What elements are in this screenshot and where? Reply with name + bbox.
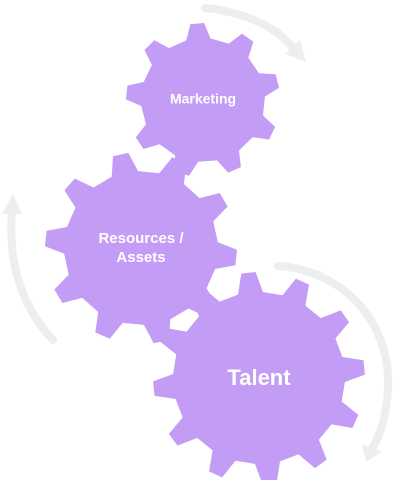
gear-icon [126, 23, 279, 176]
cycle-arrow-right [274, 262, 393, 456]
gear-marketing-label: Marketing [170, 91, 236, 107]
gear-icon [45, 152, 237, 344]
cycle-arrow-top-head [285, 40, 306, 62]
cycle-arrow-top [201, 4, 300, 56]
gear-icon [153, 272, 365, 480]
cycle-arrow-right-head [362, 444, 382, 462]
cycle-arrow-left [7, 208, 57, 344]
cycle-arrows [2, 4, 393, 462]
gear-talent-label: Talent [227, 365, 291, 390]
cycle-arrow-left-head [2, 194, 22, 214]
gear-resources-label-line2: Assets [116, 249, 165, 266]
gear-talent: Talent [153, 272, 365, 480]
gear-marketing: Marketing [126, 23, 279, 176]
gear-resources-assets: Resources / Assets [45, 152, 237, 344]
gear-resources-label-line1: Resources / [98, 230, 184, 247]
